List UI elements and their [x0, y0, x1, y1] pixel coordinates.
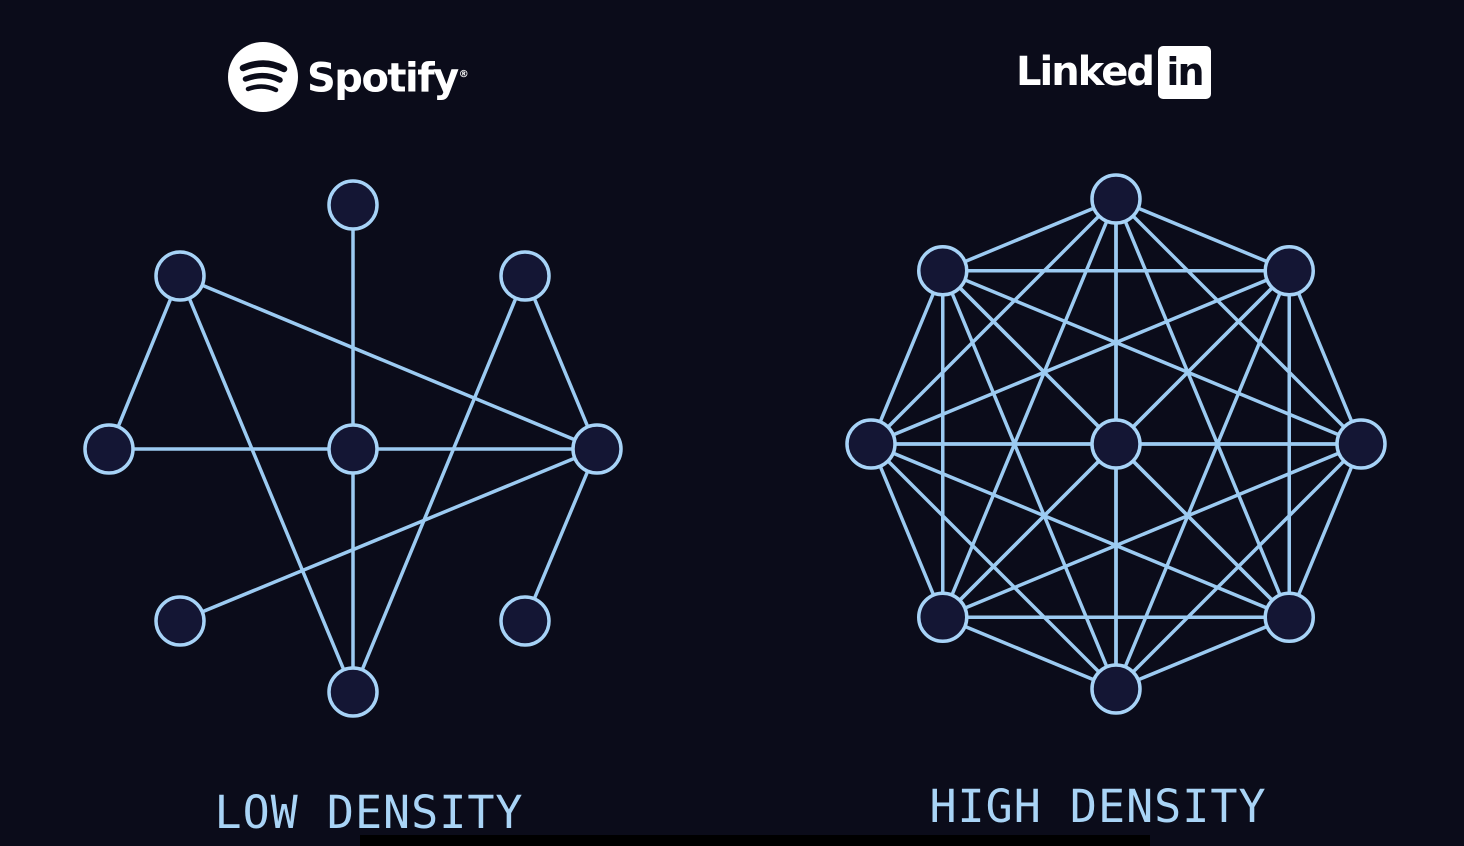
- high-density-caption: HIGH DENSITY: [929, 780, 1267, 833]
- edges: [869, 197, 1363, 691]
- graph-edge: [1287, 270, 1363, 445]
- graph-node: [571, 423, 623, 475]
- linkedin-icon: in: [1157, 45, 1211, 99]
- graph-edge: [870, 269, 1290, 446]
- graph-edge: [351, 275, 527, 693]
- spotify-logo: Spotify®: [228, 42, 469, 112]
- graph-node: [154, 595, 206, 647]
- graph-edge: [523, 448, 599, 622]
- spotify-wordmark: Spotify®: [307, 55, 469, 102]
- graph-edge: [107, 275, 182, 450]
- graph-edge: [1115, 615, 1290, 691]
- graph-node: [83, 423, 135, 475]
- graph-edge: [869, 443, 945, 618]
- graph-edge: [942, 269, 1362, 446]
- graph-node: [917, 591, 969, 643]
- graph-node: [499, 250, 551, 302]
- low-density-panel: Spotify® LOW DENSITY: [83, 42, 623, 839]
- graph-edge: [179, 274, 598, 451]
- graph-node: [1090, 663, 1142, 715]
- graph-edge: [870, 442, 1290, 619]
- nodes: [83, 179, 623, 718]
- graph-node: [327, 179, 379, 231]
- graph-edge: [1114, 269, 1291, 446]
- graph-edge: [523, 275, 599, 450]
- linkedin-logo: Linked in: [1016, 45, 1211, 99]
- graph-node: [327, 423, 379, 475]
- high-density-panel: Linked in HIGH DENSITY: [732, 0, 1464, 846]
- graph-edge: [1114, 198, 1291, 618]
- bottom-bar: [360, 835, 1150, 846]
- graph-node: [499, 595, 551, 647]
- high-density-graph: [845, 173, 1387, 715]
- graph-edge: [1287, 443, 1363, 618]
- graph-edge: [941, 269, 1118, 446]
- graph-node: [154, 250, 206, 302]
- graph-edge: [941, 270, 1118, 690]
- graph-node: [1263, 591, 1315, 643]
- graph-edge: [1115, 197, 1290, 273]
- graph-node: [327, 666, 379, 718]
- graph-edge: [942, 615, 1117, 691]
- graph-node: [845, 418, 897, 470]
- graph-edge: [941, 442, 1118, 619]
- registered-mark: ®: [458, 69, 469, 81]
- low-density-caption: LOW DENSITY: [214, 786, 524, 839]
- graph-node: [1335, 418, 1387, 470]
- graph-node: [917, 245, 969, 297]
- graph-edge: [942, 442, 1362, 619]
- graph-edge: [1114, 442, 1291, 619]
- graph-edge: [941, 198, 1118, 618]
- graph-node: [1090, 173, 1142, 225]
- nodes: [845, 173, 1387, 715]
- linkedin-wordmark: Linked: [1016, 49, 1155, 95]
- spotify-icon: [228, 42, 298, 112]
- graph-edge: [942, 197, 1117, 273]
- low-density-graph: [83, 179, 623, 718]
- edges: [107, 205, 599, 693]
- graph-edge: [179, 447, 598, 623]
- graph-edge: [1114, 270, 1291, 690]
- graph-node: [1263, 245, 1315, 297]
- graph-edge: [178, 275, 355, 693]
- graph-node: [1090, 418, 1142, 470]
- graph-edge: [869, 270, 945, 445]
